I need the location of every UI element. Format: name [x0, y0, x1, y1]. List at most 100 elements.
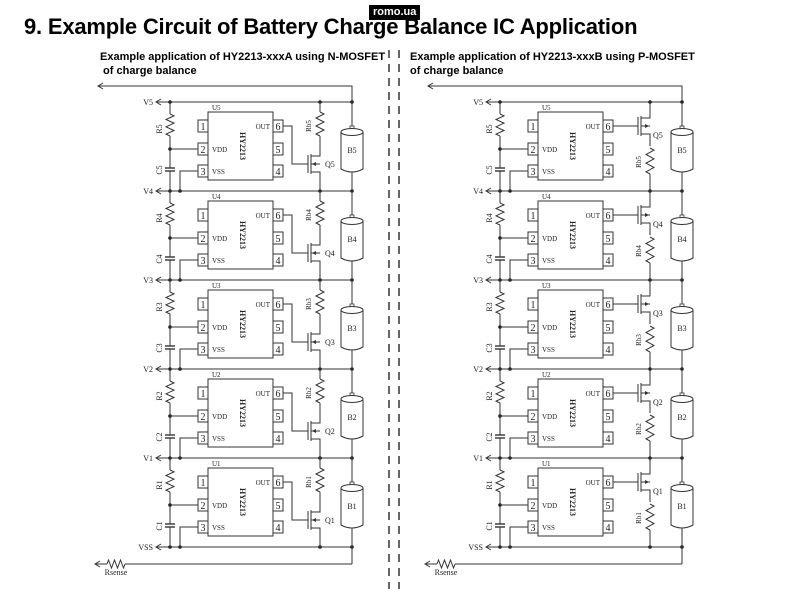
arrow-icon: [312, 518, 316, 522]
vss-wire: [179, 526, 198, 547]
ic-pin-number: 5: [276, 501, 281, 512]
source: [311, 438, 321, 458]
ic-pin-2: [527, 142, 539, 156]
ic-pin-5: [602, 142, 614, 156]
ic-pin-number: 4: [276, 523, 281, 534]
ic-pin-number: 4: [606, 167, 611, 178]
ic-body: [207, 200, 274, 270]
ic-pin-4: [602, 164, 614, 178]
resistor-r2: [164, 380, 176, 404]
battery-top: [340, 395, 364, 403]
arrow-icon: [312, 429, 316, 433]
bleed-resistor-label: Rb1: [305, 476, 313, 488]
ic-pin-number: 4: [606, 256, 611, 267]
ic-part-label: HY2213: [238, 488, 247, 516]
ic-pin-1: [527, 475, 539, 489]
vss-wire: [179, 170, 198, 191]
ic-pin-label: VDD: [212, 146, 227, 154]
resistor-label: R1: [155, 480, 164, 489]
ic-pin-number: 6: [276, 478, 281, 489]
ic-pin-label: VDD: [542, 324, 557, 332]
ic-part-label: HY2213: [568, 221, 577, 249]
ic-pin-label: OUT: [256, 479, 271, 487]
battery-b5: B5: [340, 125, 364, 173]
source: [641, 458, 651, 475]
battery-label: B5: [347, 146, 356, 155]
ic-pin-number: 5: [606, 501, 611, 512]
ic-pin-3: [527, 342, 539, 356]
ic-pin-label: VDD: [542, 413, 557, 421]
vss-wire: [179, 437, 198, 458]
bleed-resistor-label: Rb5: [305, 120, 313, 132]
ic-pin-number: 5: [606, 323, 611, 334]
ic-pin-number: 4: [276, 167, 281, 178]
ic-pin-1: [197, 119, 209, 133]
ic-pin-number: 6: [606, 389, 611, 400]
ic-pin-3: [527, 431, 539, 445]
source: [641, 369, 651, 386]
ic-pin-number: 1: [531, 211, 536, 222]
ic-pin-5: [272, 409, 284, 423]
ic-pin-number: 6: [606, 300, 611, 311]
rail-arrow-icon: [155, 98, 162, 106]
bleed-resistor-label: Rb2: [635, 423, 643, 435]
battery-b1: B1: [670, 481, 694, 529]
ic-designator: U2: [542, 371, 551, 379]
capacitor-label: C2: [155, 432, 164, 441]
ic-pin-4: [272, 253, 284, 267]
drain: [311, 154, 321, 157]
capacitor-label: C4: [485, 254, 494, 263]
ic-pin-number: 5: [606, 145, 611, 156]
vss-wire: [179, 348, 198, 369]
ic-pin-5: [272, 231, 284, 245]
rail-label-v5: V5: [473, 98, 483, 107]
ic-pin-label: VSS: [542, 346, 555, 354]
bleed-resistor-rb3: [644, 325, 656, 353]
ic-pin-number: 3: [531, 256, 536, 267]
rail-label-v2: V2: [143, 365, 153, 374]
ic-pin-label: VSS: [542, 435, 555, 443]
arrow-icon: [312, 162, 316, 166]
battery-top: [670, 306, 694, 314]
ic-pin-label: VSS: [212, 168, 225, 176]
ic-part-label: HY2213: [238, 399, 247, 427]
ic-pin-4: [272, 164, 284, 178]
drain: [641, 133, 651, 146]
bleed-resistor-rb3: [314, 289, 326, 315]
ic-pin-number: 3: [531, 167, 536, 178]
ic-pin-number: 2: [201, 145, 206, 156]
resistor-r2: [494, 380, 506, 404]
mosfet-label: Q5: [325, 160, 335, 169]
sense-arrow-icon: [424, 560, 431, 568]
battery-label: B5: [677, 146, 686, 155]
ic-pin-number: 5: [276, 145, 281, 156]
mosfet-label: Q3: [653, 309, 663, 318]
ic-pin-label: VSS: [542, 168, 555, 176]
battery-top: [340, 306, 364, 314]
capacitor-label: C1: [155, 521, 164, 530]
ic-designator: U1: [542, 460, 551, 468]
mosfet-label: Q5: [653, 131, 663, 140]
gate-wire: [283, 125, 308, 165]
ic-pin-number: 1: [201, 300, 206, 311]
n-mosfet-q1: [307, 510, 321, 547]
ic-pin-5: [602, 231, 614, 245]
capacitor-label: C3: [155, 343, 164, 352]
sense-resistor: [436, 558, 456, 570]
drain: [641, 222, 651, 235]
mosfet-label: Q1: [653, 487, 663, 496]
ic-pin-label: OUT: [256, 301, 271, 309]
bleed-resistor-rb1: [314, 467, 326, 493]
ic-pin-4: [602, 431, 614, 445]
vss-wire: [509, 437, 528, 458]
right-panel-subtitle: Example application of HY2213-xxxB using…: [410, 50, 695, 78]
ic-pin-number: 6: [276, 122, 281, 133]
ic-pin-label: VDD: [212, 324, 227, 332]
